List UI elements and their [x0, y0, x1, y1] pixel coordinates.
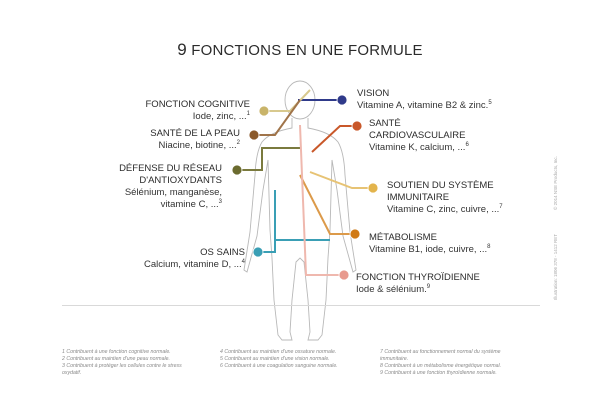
footnote-1: 1 Contribuent à une fonction cognitive n… — [62, 349, 171, 355]
thyroid-sub: Iode & sélénium. — [356, 284, 427, 295]
title-number: 9 — [177, 40, 187, 59]
page-title: 9 FONCTIONS EN UNE FORMULE — [0, 40, 600, 60]
cognitive-line — [265, 89, 311, 112]
skin-sub: Niacine, biotine, ... — [158, 140, 237, 151]
cardio-ref: 6 — [465, 141, 469, 148]
cardio-heading-2: CARDIOVASCULAIRE — [369, 130, 466, 141]
metabolism-line — [299, 174, 354, 235]
footnote-9: 9 Contribuent à une fonction thyroïdienn… — [380, 370, 497, 376]
cardio-dot — [351, 120, 363, 132]
label-cardio: SANTÉ CARDIOVASCULAIRE Vitamine K, calci… — [369, 118, 469, 154]
cognitive-dot — [258, 105, 270, 117]
footnote-5: 5 Contribuent au maintien d'une vision n… — [220, 356, 330, 362]
immune-line — [309, 171, 372, 189]
cognitive-ref: 1 — [246, 110, 250, 117]
footnote-4: 4 Contribuent au maintien d'une ossature… — [220, 349, 337, 355]
thyroid-line — [299, 124, 344, 276]
cardio-line — [311, 125, 355, 153]
metabolism-heading: MÉTABOLISME — [369, 232, 437, 243]
label-vision: VISION Vitamine A, vitamine B2 & zinc.5 — [357, 88, 492, 112]
cardio-sub: Vitamine K, calcium, ... — [369, 142, 466, 153]
antioxidant-sub-2: vitamine C, ... — [160, 199, 219, 210]
metabolism-dot — [349, 228, 361, 240]
bones-dot — [252, 246, 264, 258]
footnote-3: 3 Contribuent à protéger les cellules co… — [62, 363, 182, 369]
antioxidant-heading-2: D'ANTIOXYDANTS — [139, 175, 222, 186]
immune-dot — [367, 182, 379, 194]
skin-dot — [248, 129, 260, 141]
antioxidant-sub-1: Sélénium, manganèse, — [124, 187, 222, 198]
antioxidant-dot — [231, 164, 243, 176]
cognitive-heading: FONCTION COGNITIVE — [145, 99, 251, 110]
title-text: FONCTIONS EN UNE FORMULE — [191, 42, 423, 59]
skin-heading: SANTÉ DE LA PEAU — [150, 128, 240, 139]
thyroid-heading: FONCTION THYROÏDIENNE — [356, 272, 480, 283]
footnote-2: 2 Contribuent au maintien d'une peau nor… — [62, 356, 170, 362]
footnotes-col-2: 4 Contribuent au maintien d'une ossature… — [220, 349, 338, 370]
antioxidant-line — [238, 147, 300, 171]
antioxidant-ref: 3 — [218, 198, 222, 205]
label-immune: SOUTIEN DU SYSTÈME IMMUNITAIRE Vitamine … — [387, 180, 503, 216]
torso-outline — [243, 118, 357, 341]
vision-ref: 5 — [488, 99, 492, 106]
thyroid-dot — [338, 269, 350, 281]
immune-sub: Vitamine C, zinc, cuivre, ... — [387, 204, 500, 215]
label-thyroid: FONCTION THYROÏDIENNE Iode & sélénium.9 — [356, 272, 480, 296]
connector-lines — [238, 89, 372, 276]
footnotes-col-1: 1 Contribuent à une fonction cognitive n… — [62, 349, 182, 377]
cognitive-sub: Iode, zinc, ... — [192, 111, 247, 122]
bones-sub: Calcium, vitamine D, ... — [143, 259, 242, 270]
label-metabolism: MÉTABOLISME Vitamine B1, iode, cuivre, .… — [369, 232, 490, 256]
skin-ref: 2 — [236, 139, 240, 146]
footnote-6: 6 Contribuent à une coagulation sanguine… — [220, 363, 338, 369]
thyroid-ref: 9 — [426, 283, 431, 290]
vision-dot — [336, 94, 348, 106]
label-skin: SANTÉ DE LA PEAU Niacine, biotine, ...2 — [150, 128, 240, 152]
baseline-divider — [62, 305, 540, 306]
footnotes-col-3: 7 Contribuent au fonctionnement normal d… — [380, 349, 501, 377]
footnote-7: 7 Contribuent au fonctionnement normal d… — [380, 349, 501, 355]
marker-dots — [231, 94, 379, 281]
bones-ref: 4 — [241, 258, 245, 265]
metabolism-ref: 8 — [487, 243, 491, 250]
immune-heading-1: SOUTIEN DU SYSTÈME — [387, 180, 494, 191]
footnote-7-cont: immunitaire. — [380, 356, 409, 362]
metabolism-sub: Vitamine B1, iode, cuivre, ... — [369, 244, 488, 255]
immune-heading-2: IMMUNITAIRE — [387, 192, 450, 203]
label-cognitive: FONCTION COGNITIVE Iode, zinc, ...1 — [146, 99, 251, 123]
bones-heading: OS SAINS — [200, 247, 245, 258]
footnote-8: 8 Contribuent à un métabolisme énergétiq… — [380, 363, 502, 369]
bones-line — [260, 190, 276, 253]
copyright-rail: © 2014 NSE Products, Inc. — [553, 156, 558, 210]
footnote-3-cont: oxydatif. — [62, 370, 82, 376]
body-outline — [243, 80, 357, 341]
immune-ref: 7 — [499, 203, 503, 210]
label-antioxidant: DÉFENSE DU RÉSEAU D'ANTIOXYDANTS Séléniu… — [119, 163, 222, 211]
code-rail: Illustration: 1806 378 - 1412 RET — [553, 233, 558, 300]
cardio-heading-1: SANTÉ — [369, 118, 401, 129]
label-bones: OS SAINS Calcium, vitamine D, ...4 — [144, 247, 245, 271]
skin-line — [255, 99, 301, 136]
antioxidant-heading-1: DÉFENSE DU RÉSEAU — [119, 163, 222, 174]
vision-sub: Vitamine A, vitamine B2 & zinc. — [357, 100, 489, 111]
vision-heading: VISION — [357, 88, 390, 99]
